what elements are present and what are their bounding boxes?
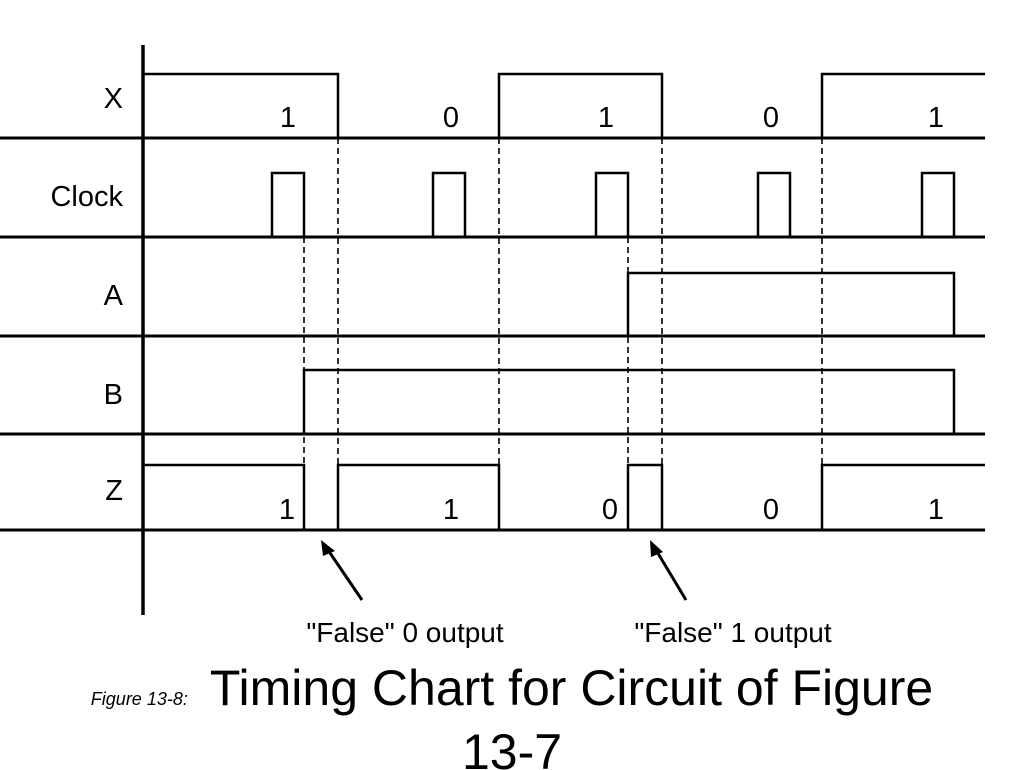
caption-title: Timing Chart for Circuit of Figure bbox=[209, 660, 934, 716]
signal-label-z: Z bbox=[105, 475, 123, 507]
z-value: 1 bbox=[928, 494, 944, 526]
z-value: 1 bbox=[443, 494, 459, 526]
x-value: 1 bbox=[598, 102, 614, 134]
waveform-a bbox=[143, 271, 985, 338]
signal-label-b: B bbox=[104, 379, 123, 411]
arrow-false-one bbox=[650, 540, 688, 601]
signal-label-x: X bbox=[104, 83, 123, 115]
x-value: 0 bbox=[763, 102, 779, 134]
signal-label-clock: Clock bbox=[50, 181, 123, 213]
signal-label-a: A bbox=[104, 280, 124, 312]
waveform-b bbox=[143, 368, 985, 436]
false-zero-annotation: "False" 0 output bbox=[306, 617, 504, 648]
x-value: 1 bbox=[928, 102, 944, 134]
arrow-false-zero bbox=[321, 540, 364, 601]
caption-title-continued: 13-7 bbox=[461, 724, 563, 770]
x-value: 1 bbox=[280, 102, 296, 134]
z-value: 0 bbox=[602, 494, 618, 526]
z-value: 0 bbox=[763, 494, 779, 526]
timing-diagram: X Clock A B Z 1 0 1 0 1 1 1 0 0 1 "False… bbox=[0, 45, 985, 648]
waveform-clock bbox=[143, 171, 985, 239]
caption-line-1: Figure 13-8: Timing Chart for Circuit of … bbox=[0, 652, 1024, 724]
false-one-annotation: "False" 1 output bbox=[634, 617, 832, 648]
z-value: 1 bbox=[279, 494, 295, 526]
waveform-x bbox=[143, 72, 985, 140]
waveform-z bbox=[143, 463, 985, 532]
caption-prefix: Figure 13-8: bbox=[90, 689, 188, 709]
figure-caption: Figure 13-8: Timing Chart for Circuit of … bbox=[0, 652, 1024, 770]
x-value: 0 bbox=[443, 102, 459, 134]
